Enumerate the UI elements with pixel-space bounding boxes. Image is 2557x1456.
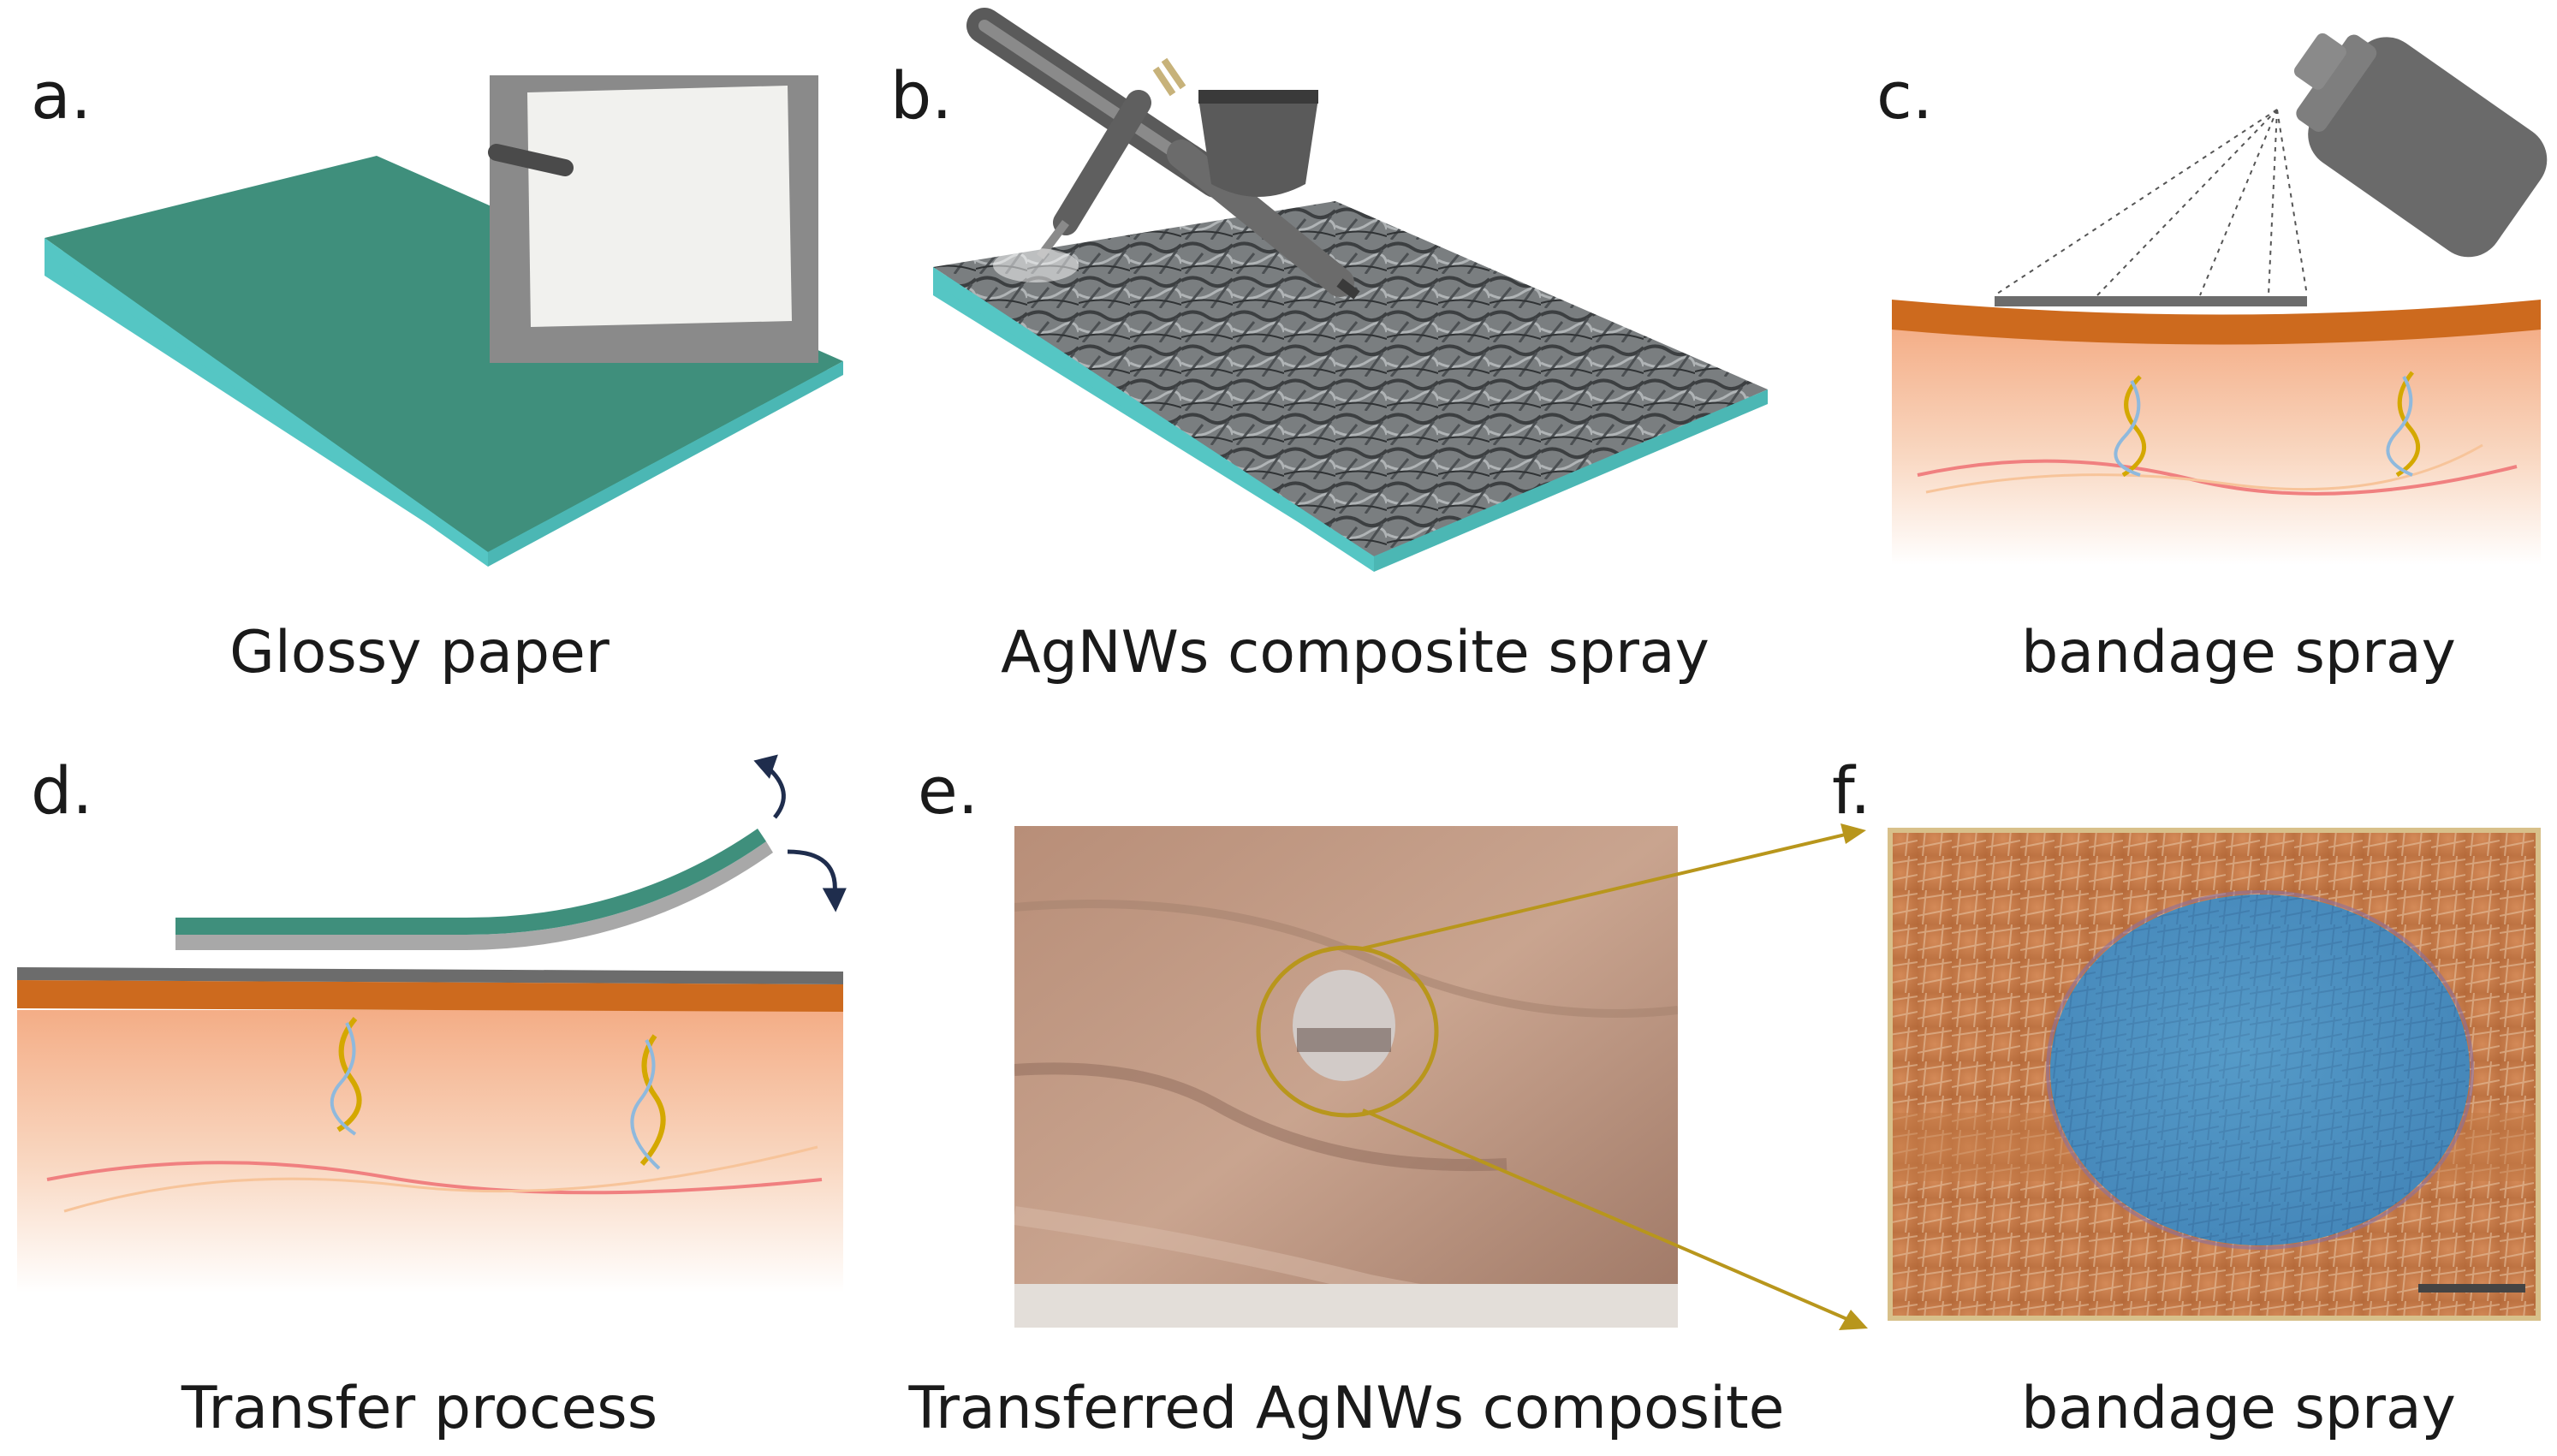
panel-c-caption: bandage spray [2021,619,2456,686]
panel-e-letter: e. [918,752,978,829]
zoom-line-top [1362,832,1850,950]
panel-d: d. Transfer process [17,752,847,1442]
spray-can-icon [1994,33,2548,296]
panel-f: f. bandage spray [1832,752,2541,1442]
zoom-circle [1256,945,1439,1118]
panel-b-caption: AgNWs composite spray [1001,619,1710,686]
peeling-film [175,829,773,950]
sprayed-substrate [933,201,1768,572]
panel-c-letter: c. [1876,57,1933,134]
airbrush-icon [966,8,1360,300]
panel-b: b. AgNWs composite spray [890,8,1768,686]
zoom-line-bottom [1362,1108,1850,1322]
panel-c: c. ban [1876,33,2548,686]
peel-arrows-icon [753,754,847,912]
macro-skin-photo [1890,830,2538,1318]
panel-d-caption: Transfer process [181,1375,657,1442]
panel-d-letter: d. [31,752,92,829]
hand-photo [1014,826,1678,1328]
skin-cross-section-d [17,967,843,1293]
panel-f-caption: bandage spray [2021,1375,2456,1442]
panel-a: a. Glossy paper [31,57,843,686]
panel-e: e. Transferred AgNWs composite [908,752,1868,1442]
glossy-paper-photo-inset [488,75,818,363]
zoom-arrowhead-bottom [1839,1310,1868,1330]
panel-f-letter: f. [1832,752,1870,829]
panel-e-caption: Transferred AgNWs composite [908,1375,1785,1442]
zoom-arrowhead-top [1840,823,1866,844]
macro-photo-border [1888,828,2541,1321]
panel-a-caption: Glossy paper [229,619,610,686]
scale-bar [2418,1284,2525,1293]
panel-a-letter: a. [31,57,92,134]
glossy-paper-sheet [45,156,843,567]
skin-cross-section-c [1892,296,2541,565]
panel-b-letter: b. [890,57,952,134]
